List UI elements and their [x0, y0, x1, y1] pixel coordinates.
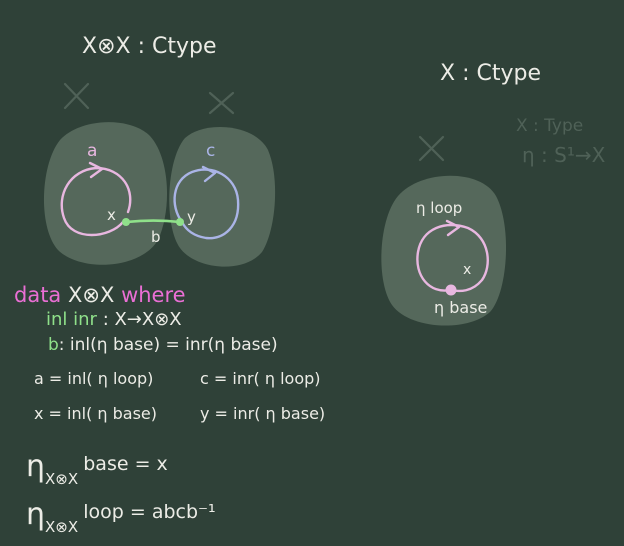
faded-x-mark	[63, 82, 90, 110]
eta-subscript: X⊗X	[45, 518, 79, 536]
keyword-data: data	[14, 283, 62, 307]
eta-subscript: X⊗X	[45, 470, 79, 488]
def-c: c = inr( η loop)	[200, 369, 321, 388]
eta-base-rest: base = x	[83, 453, 168, 475]
faded-x-mark	[418, 135, 445, 162]
path-type: : inl(η base) = inr(η base)	[58, 335, 278, 355]
eta-symbol: η	[26, 497, 46, 532]
loop-a-arrow	[88, 161, 104, 179]
def-x: x = inl( η base)	[34, 404, 158, 423]
keyword-where: where	[121, 283, 186, 307]
faded-note-line1: X : Type	[516, 116, 584, 136]
eta-loop	[416, 223, 489, 293]
loop-a	[60, 166, 132, 237]
label-y: y	[187, 208, 196, 226]
eta-loop-arrow	[445, 219, 461, 237]
label-a: a	[87, 141, 98, 161]
eta-loop-equation: ηX⊗X loop = abcb⁻¹	[26, 497, 216, 535]
label-b: b	[151, 228, 161, 246]
path-constructor-line: b: inl(η base) = inr(η base)	[48, 337, 278, 354]
def-y: y = inr( η base)	[200, 404, 326, 423]
path-b	[124, 219, 182, 224]
point-x	[122, 218, 130, 226]
right-blob	[169, 126, 276, 267]
label-c: c	[206, 141, 216, 161]
eta-symbol: η	[26, 449, 46, 484]
label-x-right: x	[463, 262, 472, 278]
faded-note-line2: η : S¹→X	[522, 143, 606, 167]
constructor-names: inl inr	[46, 309, 97, 330]
constructor-type: : X→X⊗X	[102, 309, 182, 330]
faded-x-mark	[208, 91, 235, 115]
left-title: X⊗X : Ctype	[82, 34, 217, 59]
left-blob	[43, 122, 168, 265]
label-x: x	[107, 206, 116, 224]
eta-base-point	[445, 284, 457, 296]
point-y	[176, 218, 184, 226]
faded-x-marks	[63, 82, 445, 162]
x-blob	[381, 175, 507, 326]
eta-base-equation: ηX⊗X base = x	[26, 449, 168, 487]
type-name: X⊗X	[68, 283, 115, 307]
right-title: X : Ctype	[440, 61, 541, 86]
label-eta-base: η base	[434, 298, 488, 317]
eta-loop-rest: loop = abcb⁻¹	[83, 501, 216, 523]
data-declaration: data X⊗X where	[14, 285, 186, 306]
loop-c	[173, 168, 240, 240]
def-a: a = inl( η loop)	[34, 369, 154, 388]
constructors-line: inl inr : X→X⊗X	[46, 311, 182, 329]
label-eta-loop: η loop	[416, 199, 463, 217]
loop-c-arrow	[201, 165, 217, 183]
path-name: b	[48, 335, 59, 355]
